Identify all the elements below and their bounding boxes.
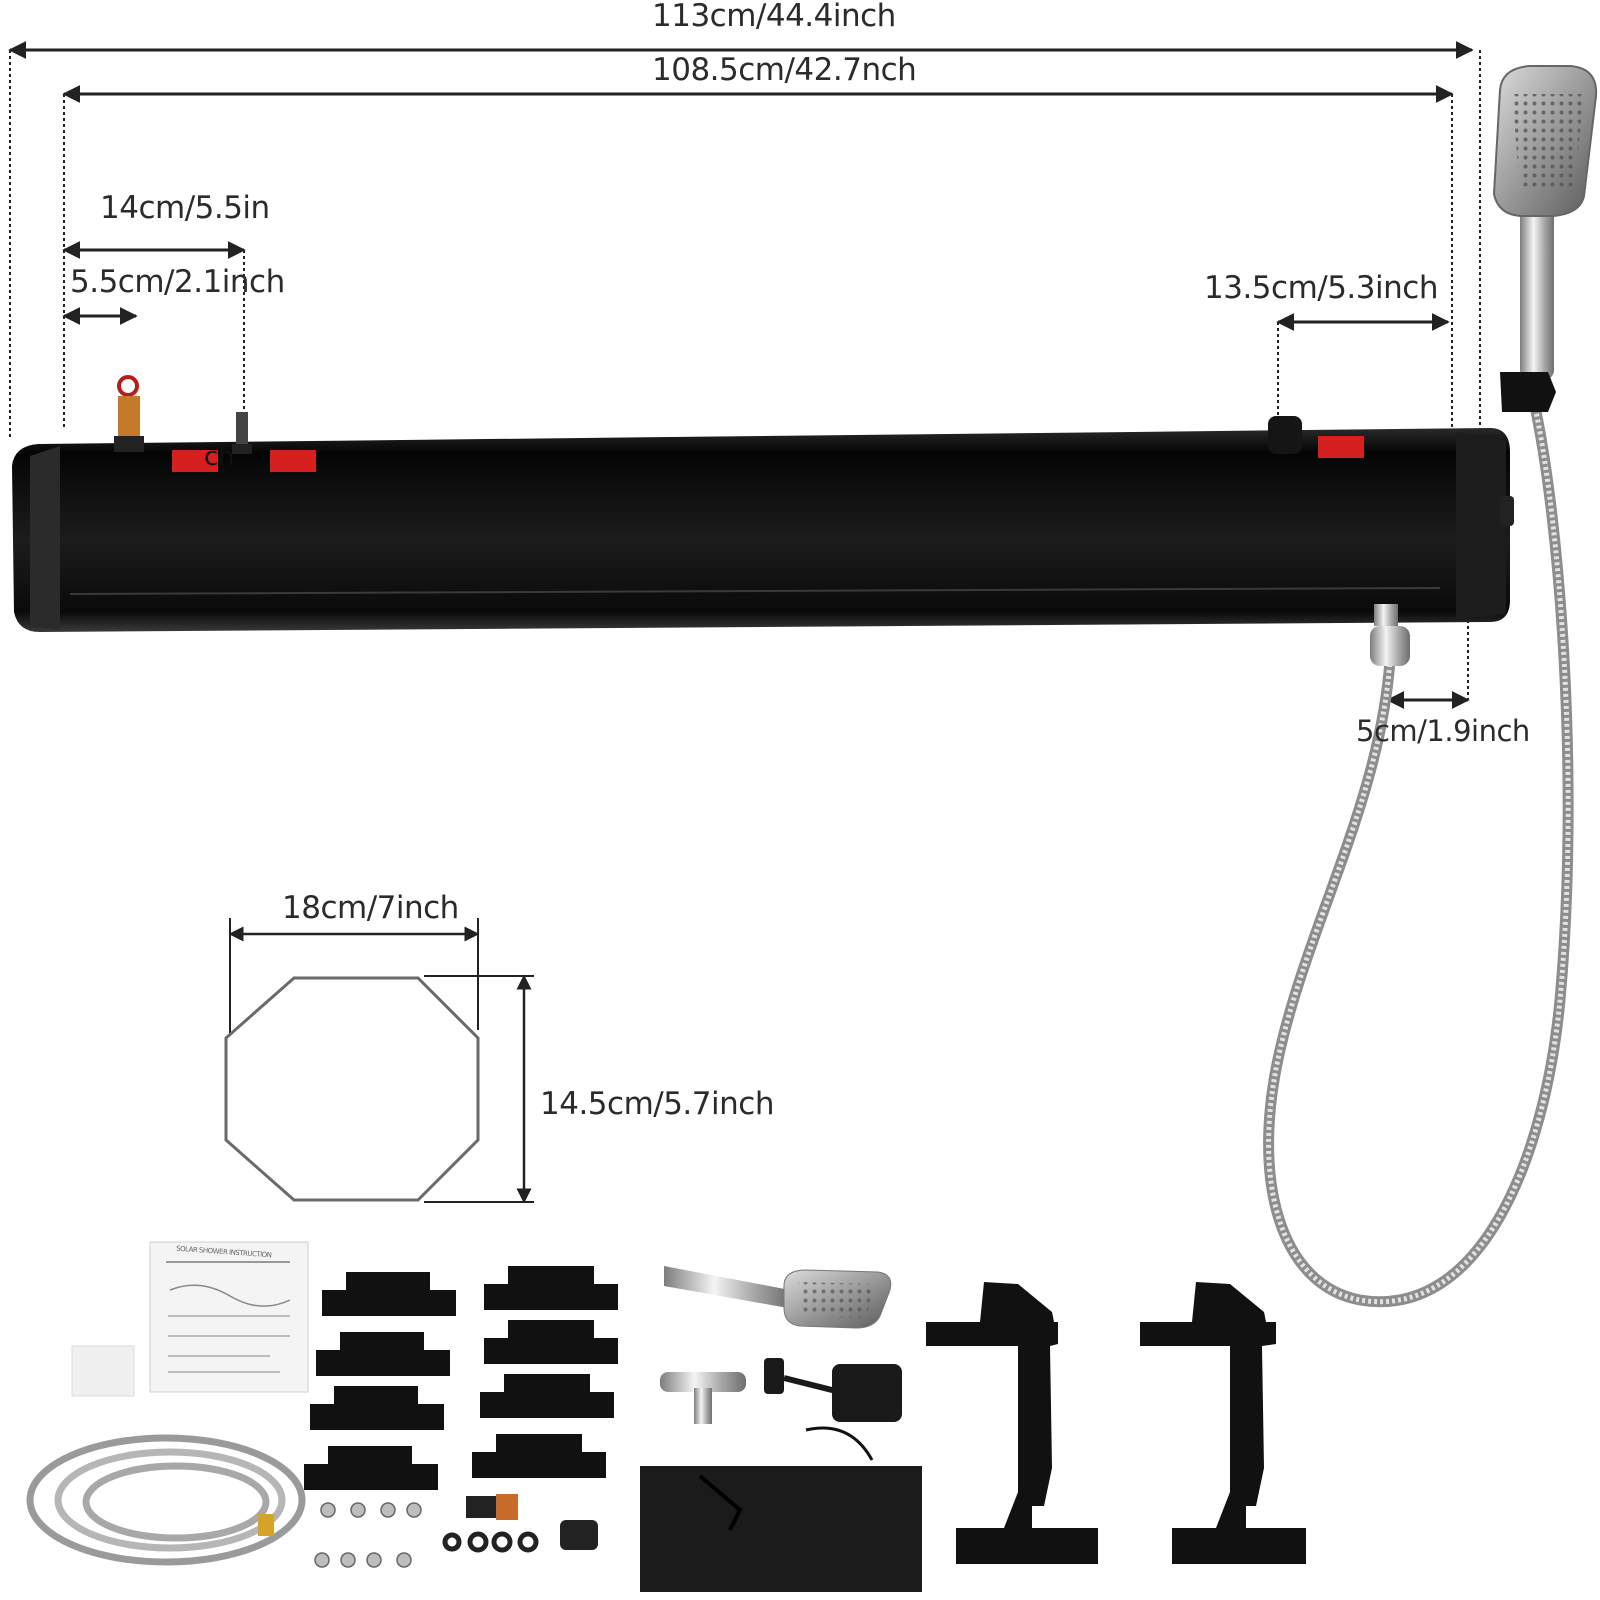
warning-label-icon [270,450,316,472]
handheld-shower-icon [664,1266,892,1329]
mounting-bracket-icon [304,1266,618,1490]
air-valve-icon [232,412,252,454]
dimension-lines [8,41,1481,1204]
accessories-kit [26,1241,1306,1592]
warning-label-icon [1318,436,1364,458]
shower-hose-icon [1263,400,1574,1308]
overall-length-label: 113cm/44.4inch [652,0,896,34]
outlet-offset-label: 13.5cm/5.3inch [1204,270,1438,306]
profile-width-label: 18cm/7inch [282,890,459,926]
inlet-offset-label: 14cm/5.5in [100,190,270,226]
tank-label-fragment: ch [204,442,234,472]
shower-head-icon [1492,65,1598,412]
bottom-outlet-offset-label: 5cm/1.9inch [1356,714,1530,748]
washer-icon [442,1531,539,1553]
tee-connector-icon [660,1372,746,1424]
outlet-connector-icon [1370,604,1410,666]
profile-cross-section [224,976,480,1202]
sealing-pad-icon [71,1345,135,1397]
manual-icon [149,1241,309,1393]
storage-bag-icon [640,1426,922,1592]
valve-offset-label: 5.5cm/2.1inch [70,264,285,300]
solar-shower-tank [12,375,1514,666]
holder-icon [764,1358,902,1422]
tank-length-label: 108.5cm/42.7nch [652,52,917,88]
profile-height-label: 14.5cm/5.7inch [540,1086,774,1122]
wall-bracket-icon [926,1282,1306,1564]
valve-icon [466,1494,598,1550]
filling-cap-icon [1268,416,1302,454]
hose-icon [26,1434,306,1566]
warning-label-icon [172,450,218,472]
pressure-valve-icon [114,375,144,452]
screw-icon [314,1502,422,1568]
